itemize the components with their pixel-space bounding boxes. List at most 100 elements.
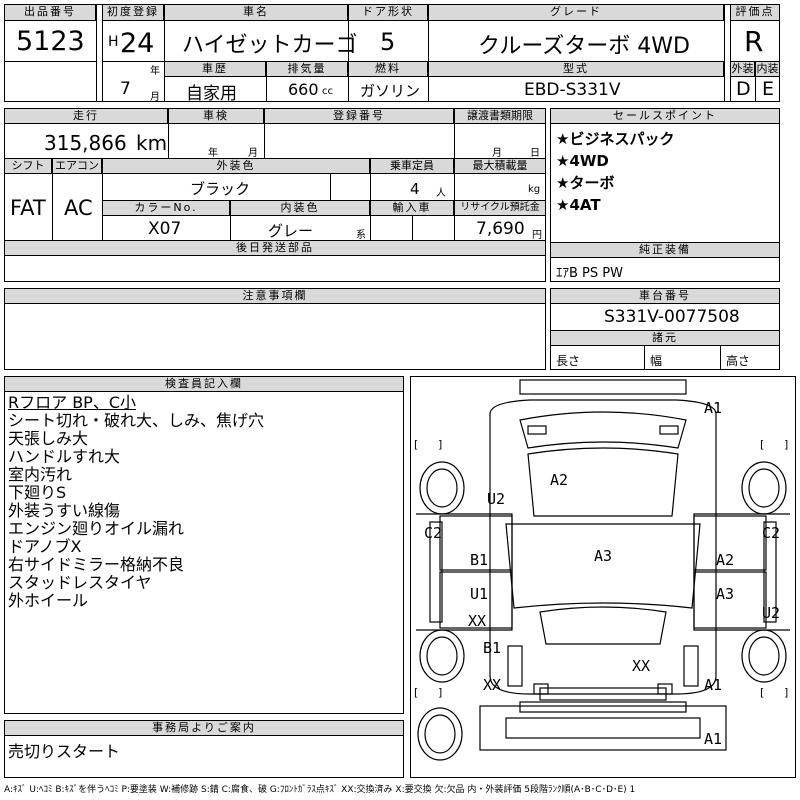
- disp-label: 排気量: [266, 61, 348, 77]
- dims-label: 諸元: [550, 330, 780, 346]
- import-label: 輸入車: [370, 200, 454, 216]
- damage-label: A1: [704, 399, 723, 417]
- ext-label: 外装: [730, 61, 755, 77]
- insp-year-unit: 年: [208, 148, 218, 159]
- damage-label: A1: [704, 676, 723, 694]
- car-name: ハイゼットカーゴ: [182, 33, 358, 58]
- month-unit: 月: [150, 92, 160, 103]
- chassis-label: 車台番号: [550, 288, 780, 304]
- lot-number: 5123: [16, 26, 85, 57]
- colorno-label: カラーNo.: [102, 200, 230, 216]
- door-label: ドア形状: [348, 4, 428, 21]
- dim-length: 長さ: [556, 354, 581, 368]
- dim-width: 幅: [650, 354, 663, 368]
- damage-label: C2: [424, 524, 443, 542]
- equipment: ｴｱB PS PW: [556, 266, 623, 281]
- ac: AC: [64, 196, 93, 220]
- svg-text:[: [: [760, 438, 764, 451]
- ext-color: ブラック: [190, 180, 251, 198]
- ac-label: エアコン: [52, 158, 102, 174]
- model-label: 型式: [428, 61, 724, 77]
- lot-no-label: 出品番号: [4, 4, 96, 21]
- capacity: 4: [410, 180, 420, 198]
- maxload-unit: kg: [528, 184, 541, 195]
- regno-label: 登録番号: [264, 108, 454, 124]
- transfer-label: 譲渡書類期限: [454, 108, 546, 124]
- svg-text:]: ]: [438, 686, 442, 699]
- note-line: ドアノブX: [8, 537, 82, 556]
- recycle-unit: 円: [532, 230, 542, 241]
- note-line: 外ホイール: [8, 591, 89, 610]
- car-diagram-frame: [410, 376, 796, 778]
- era: H: [108, 34, 119, 50]
- damage-label: XX: [468, 612, 487, 630]
- name-label: 車名: [164, 4, 348, 21]
- fuel-label: 燃料: [348, 61, 428, 77]
- damage-label: XX: [483, 676, 502, 694]
- damage-label: A2: [716, 551, 735, 569]
- note-line: 外装うすい線傷: [8, 501, 121, 520]
- sales-label: セールスポイント: [550, 108, 780, 124]
- inspector-notes: Rフロア BP、C小 シート切れ・破れ大、しみ、焦げ穴 天張しみ大 ハンドルすれ…: [8, 394, 264, 610]
- color-label: 外装色: [102, 158, 370, 174]
- equip-label: 純正装備: [550, 242, 780, 258]
- inspector-label: 検査員記入欄: [4, 376, 404, 392]
- score-label: 評価点: [730, 4, 780, 21]
- damage-label: A1: [704, 730, 723, 748]
- damage-label: U2: [487, 490, 506, 508]
- capacity-label: 乗車定員: [370, 158, 454, 174]
- damage-label: B1: [483, 639, 502, 657]
- recycle-label: リサイクル預託金: [454, 200, 546, 216]
- displacement: 660: [288, 80, 319, 99]
- footer-legend: A:ｷｽﾞ U:ﾍｺﾐ B:ｷｽﾞを伴うﾍｺﾐ P:要塗装 W:補修跡 S:錆 …: [4, 785, 636, 795]
- car-diagram: [] [] [] []: [414, 379, 790, 761]
- damage-label: C2: [762, 524, 781, 542]
- sales-point: ★ターボ: [556, 174, 615, 192]
- fuel: ガソリン: [360, 82, 421, 100]
- office-text: 売切りスタート: [8, 742, 121, 761]
- grade: クルーズターボ 4WD: [478, 34, 690, 59]
- ext-score: D: [736, 78, 751, 100]
- damage-label: U2: [762, 604, 781, 622]
- year-unit: 年: [150, 66, 160, 77]
- dim-height: 高さ: [726, 354, 751, 368]
- reg-year: 24: [120, 28, 155, 59]
- svg-text:]: ]: [438, 438, 442, 451]
- damage-label: XX: [632, 657, 651, 675]
- int-label: 内装: [755, 61, 780, 77]
- note-line: ハンドルすれ大: [8, 447, 121, 466]
- note-line: 室内汚れ: [8, 465, 73, 484]
- damage-label: A2: [550, 471, 569, 489]
- maxload-label: 最大積載量: [454, 158, 546, 174]
- svg-text:]: ]: [784, 686, 788, 699]
- svg-text:]: ]: [784, 438, 788, 451]
- disp-unit: cc: [322, 86, 333, 97]
- sales-point: ★ビジネスパック: [556, 130, 675, 148]
- sales-point: ★4WD: [556, 152, 609, 170]
- insp-month-unit: 月: [248, 148, 258, 159]
- note-line: エンジン廻りオイル漏れ: [8, 519, 185, 538]
- doors: 5: [380, 28, 396, 56]
- mileage-label: 走行: [4, 108, 168, 124]
- svg-text:[: [: [414, 686, 418, 699]
- damage-label: B1: [470, 551, 489, 569]
- recycle-fee: 7,690: [476, 219, 525, 239]
- note-line: 天張しみ大: [8, 429, 89, 448]
- note-line: スタッドレスタイヤ: [8, 573, 152, 592]
- note-line: Rフロア BP、C小: [8, 393, 137, 412]
- office-block: [4, 720, 404, 778]
- mileage-unit: km: [136, 131, 168, 155]
- reg-month: 7: [120, 79, 131, 99]
- transfer-day-unit: 日: [530, 148, 540, 159]
- intcolor-label: 内装色: [230, 200, 370, 216]
- note-line: 右サイドミラー格納不良: [8, 555, 185, 574]
- reg-label: 初度登録: [102, 4, 164, 21]
- chassis-number: S331V-0077508: [604, 307, 740, 327]
- note-line: シート切れ・破れ大、しみ、焦げ穴: [8, 411, 265, 430]
- int-score: E: [762, 78, 775, 100]
- int-color-unit: 系: [356, 230, 366, 241]
- color-no: X07: [148, 219, 182, 239]
- shift: FAT: [10, 196, 46, 220]
- later-parts-label: 後日発送部品: [4, 240, 546, 256]
- damage-label: A3: [716, 585, 735, 603]
